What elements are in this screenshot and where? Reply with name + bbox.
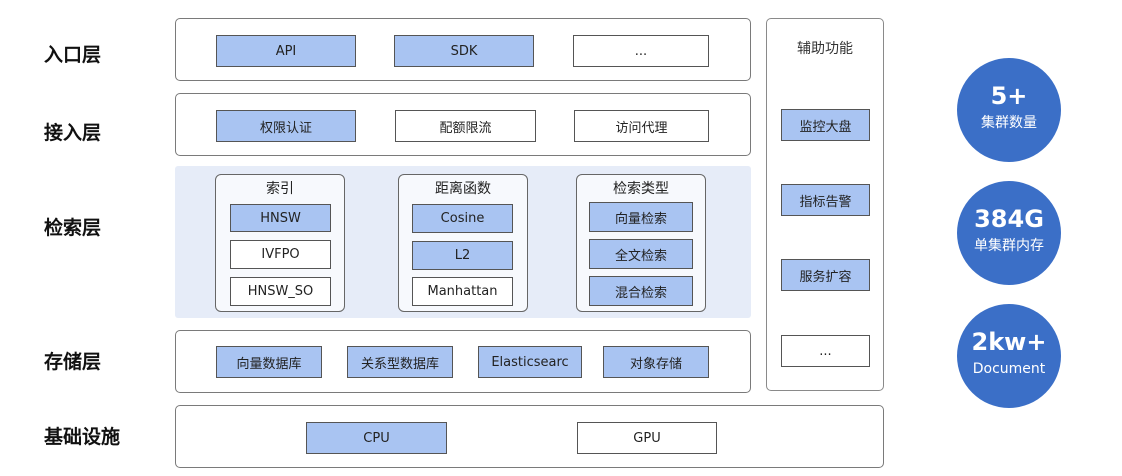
storage-item-elasticsearch: Elasticsearc xyxy=(478,346,582,378)
layer-label-infra: 基础设施 xyxy=(44,426,121,448)
index-item-hnsw-so: HNSW_SO xyxy=(230,277,331,306)
access-layer-box: 权限认证 配额限流 访问代理 xyxy=(175,93,751,156)
entry-layer-box: API SDK ... xyxy=(175,18,751,81)
search-type-group-title: 检索类型 xyxy=(613,181,669,197)
infra-layer-box: CPU GPU xyxy=(175,405,884,468)
search-type-item-fulltext: 全文检索 xyxy=(589,239,693,269)
layer-label-entry: 入口层 xyxy=(44,44,102,66)
storage-item-relational-db: 关系型数据库 xyxy=(347,346,453,378)
aux-item-service-scaling: 服务扩容 xyxy=(781,259,870,291)
aux-item-monitor-dashboard: 监控大盘 xyxy=(781,109,870,141)
aux-item-more: ... xyxy=(781,335,870,367)
stat-cluster-memory-label: 单集群内存 xyxy=(974,238,1044,254)
distance-item-l2: L2 xyxy=(412,241,513,270)
auxiliary-title: 辅助功能 xyxy=(797,41,853,57)
storage-layer-box: 向量数据库 关系型数据库 Elasticsearc 对象存储 xyxy=(175,330,751,393)
access-item-quota: 配额限流 xyxy=(395,110,536,142)
distance-item-cosine: Cosine xyxy=(412,204,513,233)
stat-cluster-count: 5+ 集群数量 xyxy=(957,58,1061,162)
layer-label-access: 接入层 xyxy=(44,122,102,144)
index-item-ivfpo: IVFPO xyxy=(230,240,331,269)
auxiliary-panel: 辅助功能 监控大盘 指标告警 服务扩容 ... xyxy=(766,18,884,391)
stat-document-count: 2kw+ Document xyxy=(957,304,1061,408)
stat-cluster-count-label: 集群数量 xyxy=(981,115,1037,131)
search-type-item-vector: 向量检索 xyxy=(589,202,693,232)
index-group-title: 索引 xyxy=(266,181,294,197)
index-item-hnsw: HNSW xyxy=(230,204,331,232)
layer-label-storage: 存储层 xyxy=(44,351,102,373)
distance-group-title: 距离函数 xyxy=(435,181,491,197)
stat-document-count-label: Document xyxy=(972,361,1046,377)
stat-document-count-value: 2kw+ xyxy=(971,328,1047,356)
storage-item-object-storage: 对象存储 xyxy=(603,346,709,378)
search-type-item-hybrid: 混合检索 xyxy=(589,276,693,306)
access-item-proxy: 访问代理 xyxy=(574,110,709,142)
distance-item-manhattan: Manhattan xyxy=(412,277,513,306)
storage-item-vector-db: 向量数据库 xyxy=(216,346,322,378)
infra-item-gpu: GPU xyxy=(577,422,717,454)
stat-cluster-memory: 384G 单集群内存 xyxy=(957,181,1061,285)
aux-item-metric-alert: 指标告警 xyxy=(781,184,870,216)
entry-item-sdk: SDK xyxy=(394,35,534,67)
distance-group: 距离函数 Cosine L2 Manhattan xyxy=(398,174,528,312)
stat-cluster-memory-value: 384G xyxy=(974,205,1044,233)
entry-item-more: ... xyxy=(573,35,709,67)
entry-item-api: API xyxy=(216,35,356,67)
index-group: 索引 HNSW IVFPO HNSW_SO xyxy=(215,174,345,312)
layer-label-search: 检索层 xyxy=(44,217,102,239)
access-item-auth: 权限认证 xyxy=(216,110,356,142)
search-type-group: 检索类型 向量检索 全文检索 混合检索 xyxy=(576,174,706,312)
infra-item-cpu: CPU xyxy=(306,422,447,454)
search-layer-box: 索引 HNSW IVFPO HNSW_SO 距离函数 Cosine L2 Man… xyxy=(175,166,751,318)
stat-cluster-count-value: 5+ xyxy=(990,82,1028,110)
